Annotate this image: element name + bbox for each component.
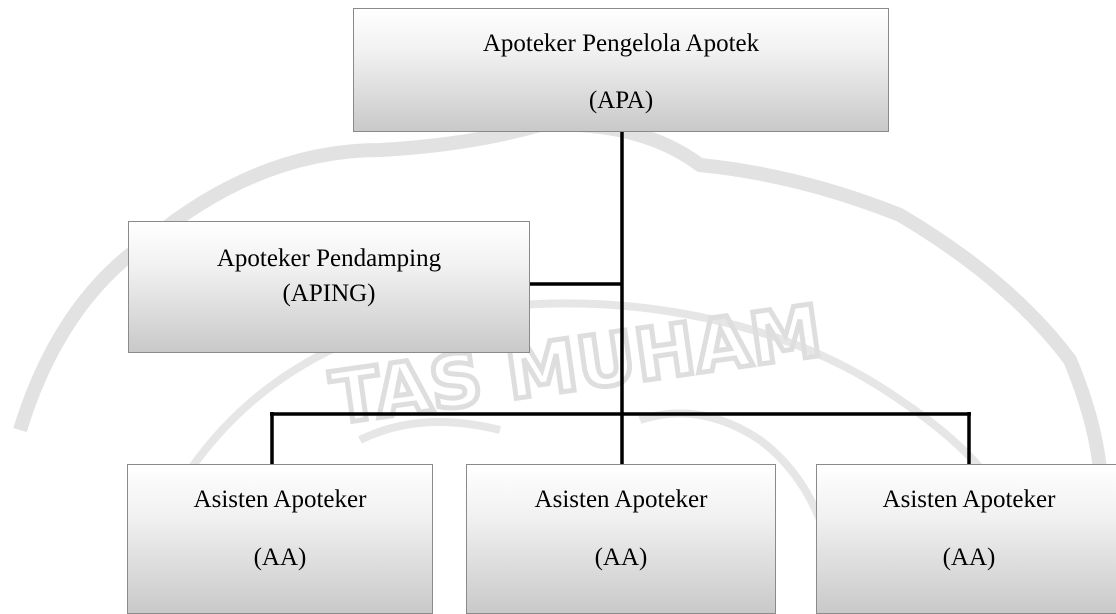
node-aping-abbr: (APING) bbox=[282, 280, 376, 307]
node-aping-name: Apoteker Pendamping bbox=[216, 245, 442, 272]
node-apa-name: Apoteker Pengelola Apotek bbox=[482, 30, 760, 57]
connectors bbox=[270, 132, 971, 464]
node-aa-name: Asisten Apoteker bbox=[534, 486, 708, 513]
node-aa-name: Asisten Apoteker bbox=[882, 486, 1056, 513]
node-aa-abbr: (AA) bbox=[942, 544, 996, 571]
node-aa: Asisten Apoteker (AA) bbox=[127, 464, 433, 614]
node-aa-abbr: (AA) bbox=[253, 544, 307, 571]
node-aa-abbr: (AA) bbox=[594, 544, 648, 571]
node-aa: Asisten Apoteker (AA) bbox=[466, 464, 776, 614]
node-apa: Apoteker Pengelola Apotek (APA) bbox=[353, 8, 889, 132]
node-aa-name: Asisten Apoteker bbox=[193, 486, 367, 513]
watermark-seal-inner bbox=[186, 299, 994, 483]
node-aa: Asisten Apoteker (AA) bbox=[816, 464, 1116, 614]
node-apa-abbr: (APA) bbox=[588, 87, 654, 114]
node-aping: Apoteker Pendamping (APING) bbox=[128, 221, 530, 353]
